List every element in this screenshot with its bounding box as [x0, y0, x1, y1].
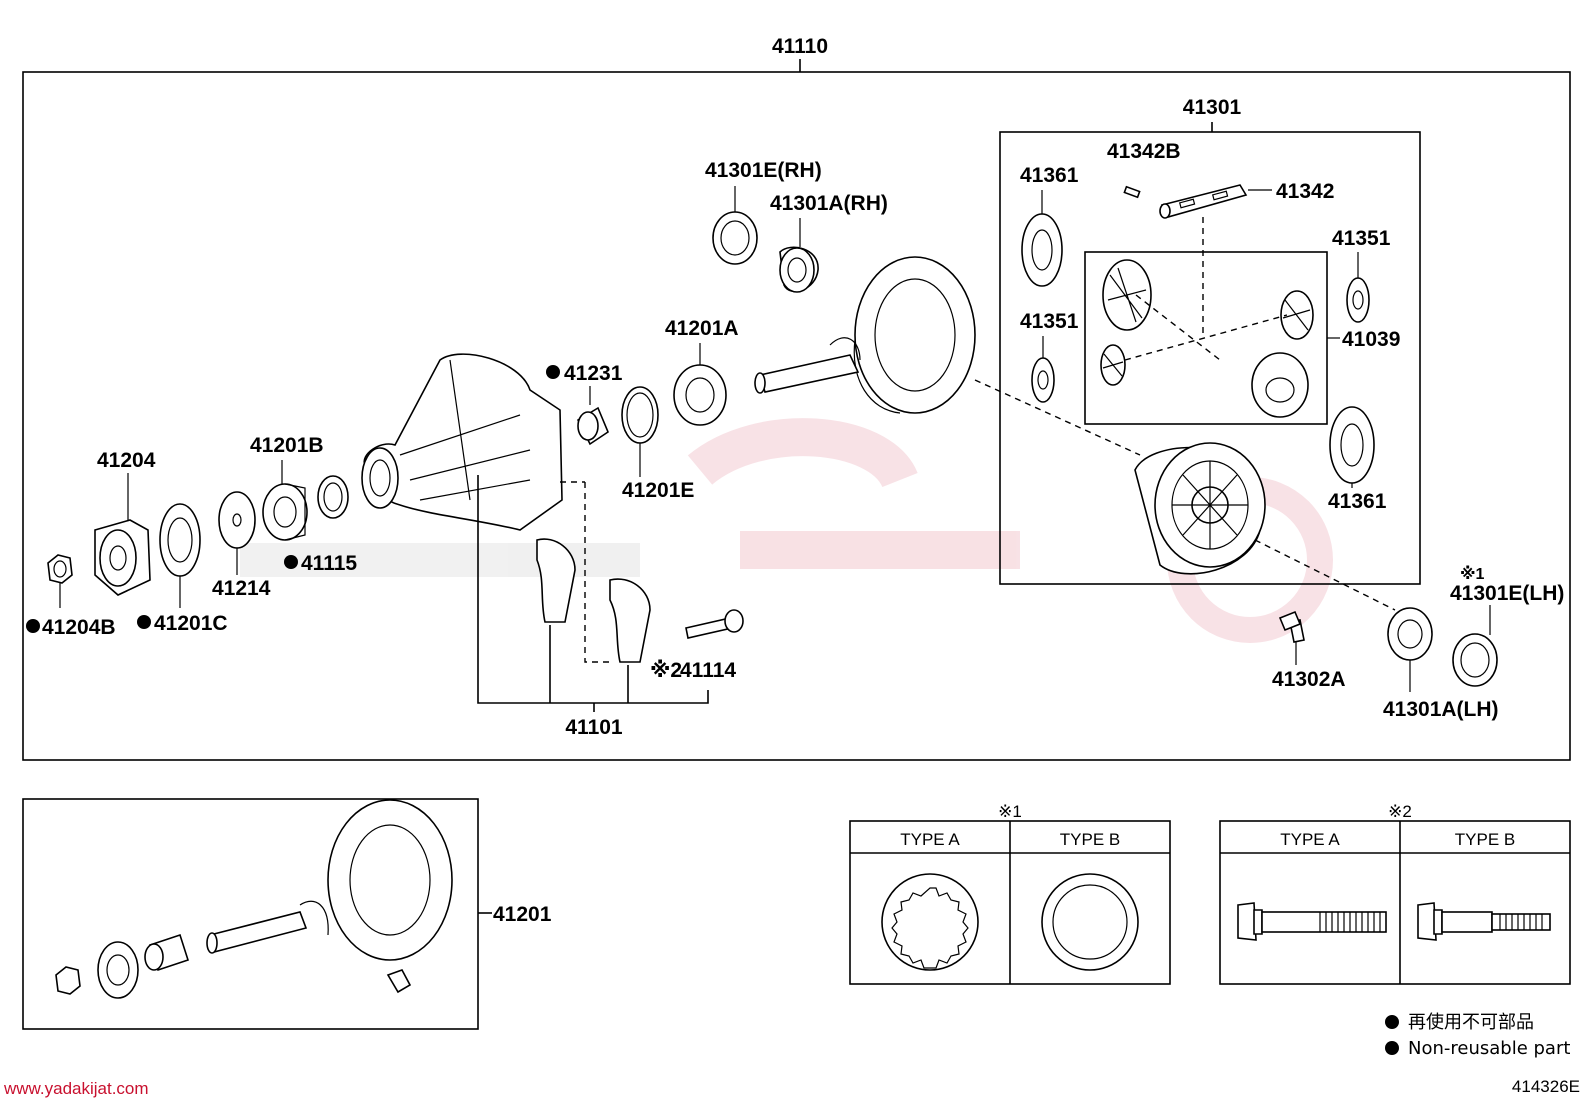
label-41115: 41115: [301, 552, 357, 575]
type-table-1: [849, 820, 1171, 985]
companion-flange-41204: [94, 473, 151, 596]
label-41204B: 41204B: [42, 616, 116, 639]
assembly-41110-frame: [22, 59, 1571, 761]
label-41342B: 41342B: [1107, 140, 1181, 163]
differential-carrier: [361, 353, 563, 531]
type-table-2-col-a: TYPE A: [1280, 830, 1340, 849]
bearing-41201B: [262, 483, 308, 541]
bracket-41101: [477, 475, 709, 712]
mark2-41114: ※2: [650, 659, 682, 682]
thrust-washer-41361-top: [1021, 213, 1063, 287]
label-41301E-rh: 41301E(RH): [705, 159, 822, 182]
oil-seal-41301E-rh: [712, 211, 758, 265]
type-table-1-col-a: TYPE A: [900, 830, 960, 849]
type-table-2-mark: ※2: [1388, 802, 1412, 821]
thrust-washer-41351-right: [1346, 277, 1370, 323]
legend-english: Non-reusable part: [1408, 1038, 1570, 1059]
oil-seal-41115: [317, 475, 349, 519]
type-table-1-col-b: TYPE B: [1060, 830, 1120, 849]
non-reusable-dot-41201C: [137, 615, 151, 629]
label-41201B: 41201B: [250, 434, 324, 457]
legend: [1385, 1015, 1399, 1055]
bolt-41302A: [1278, 610, 1305, 665]
non-reusable-dot-icon: [1385, 1041, 1399, 1055]
gear-kit-41039: [1100, 259, 1340, 418]
label-41201: 41201: [493, 903, 552, 926]
oil-seal-41301E-lh: [1452, 605, 1498, 687]
oil-seal-41201C: [159, 503, 201, 577]
pinion-gear-kit-frame: [22, 798, 492, 1030]
align-dash-2: [1254, 539, 1396, 611]
watermark-url: www.yadakijat.com: [3, 1079, 149, 1098]
label-41201C: 41201C: [154, 612, 228, 635]
align-dash-1: [974, 379, 1141, 456]
legend-japanese: 再使用不可部品: [1408, 1012, 1534, 1033]
pin-41342B: [1123, 185, 1141, 199]
label-41204: 41204: [97, 449, 156, 472]
non-reusable-dot-41204B: [26, 619, 40, 633]
label-41231: 41231: [564, 362, 623, 385]
nut-41204B: [47, 554, 73, 608]
type-table-1-mark: ※1: [998, 802, 1022, 821]
spacer-41231: [576, 406, 609, 446]
label-41301A-rh: 41301A(RH): [770, 192, 888, 215]
bearing-41301A-rh: [779, 246, 819, 293]
bearing-41301A-lh: [1387, 607, 1433, 692]
type-table-2: [1219, 820, 1571, 985]
label-41114: 41114: [680, 659, 736, 682]
non-reusable-dot-41115: [284, 555, 298, 569]
label-41301E-lh: 41301E(LH): [1450, 582, 1564, 605]
non-reusable-dot-icon: [1385, 1015, 1399, 1029]
label-41214: 41214: [212, 577, 271, 600]
thrust-washer-41361-bottom: [1329, 406, 1375, 484]
label-41342: 41342: [1276, 180, 1334, 203]
label-41110: 41110: [772, 35, 828, 58]
label-41201E: 41201E: [622, 479, 694, 502]
mark1-41301E-lh: ※1: [1460, 565, 1485, 583]
thrust-washer-41351-left: [1031, 357, 1055, 403]
label-41201A: 41201A: [665, 317, 739, 340]
label-41039: 41039: [1342, 328, 1400, 351]
label-41361-top: 41361: [1020, 164, 1079, 187]
non-reusable-dot-41231: [546, 365, 560, 379]
diagram-code: 414326E: [1512, 1077, 1580, 1096]
label-41351-left: 41351: [1020, 310, 1079, 333]
pinion-shaft-41342: [1159, 184, 1272, 219]
type-table-2-col-b: TYPE B: [1455, 830, 1515, 849]
label-41301A-lh: 41301A(LH): [1383, 698, 1499, 721]
shim-41201E: [621, 386, 659, 444]
ring-gear-pinion: [754, 256, 976, 414]
label-41101: 41101: [565, 716, 623, 739]
label-41301: 41301: [1183, 96, 1242, 119]
bearing-caps-41101: [536, 481, 651, 663]
washer-41214: [218, 491, 256, 549]
bolt-41114: [685, 609, 744, 639]
label-41351-right: 41351: [1332, 227, 1391, 250]
differential-case: [1134, 442, 1266, 575]
label-41361-bottom: 41361: [1328, 490, 1387, 513]
label-41302A: 41302A: [1272, 668, 1346, 691]
bearing-41201A: [673, 364, 727, 426]
pinion-gear-kit-parts: [55, 799, 453, 999]
